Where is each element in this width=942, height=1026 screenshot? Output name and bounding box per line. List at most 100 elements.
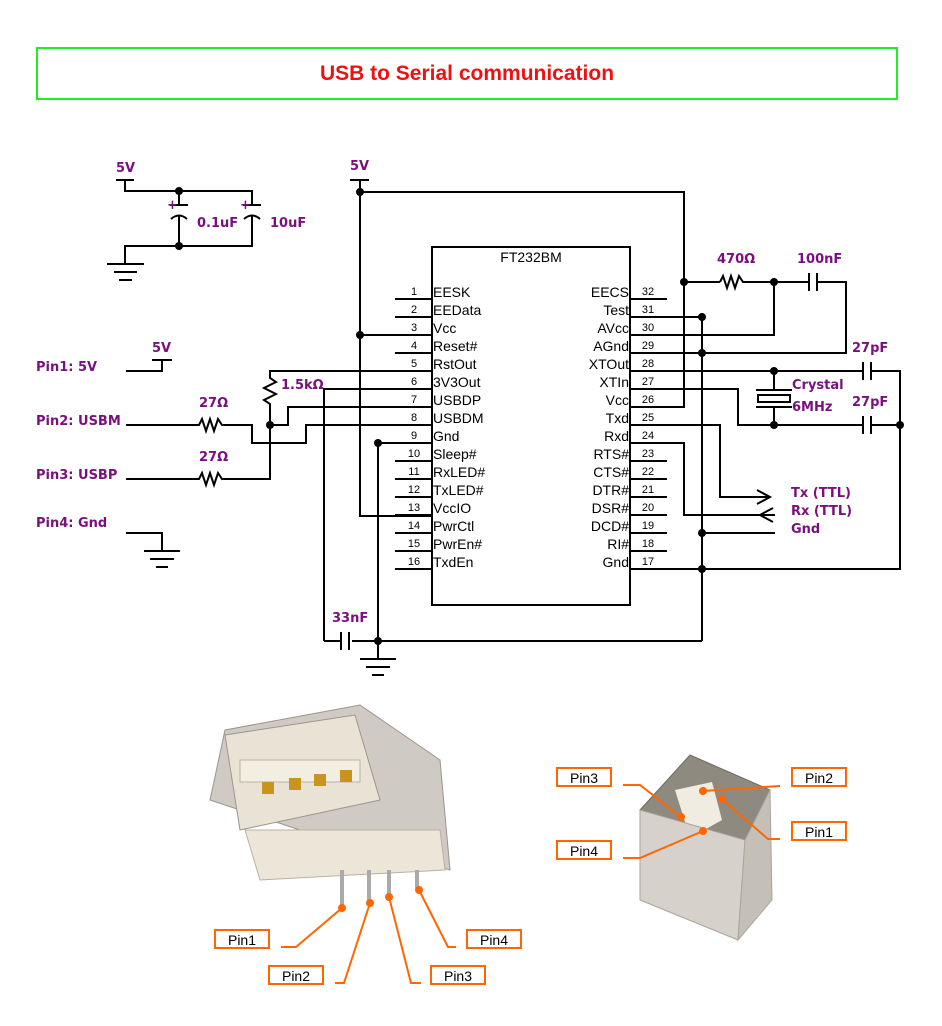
ic-pin-number: 16 xyxy=(408,556,420,568)
crystal-circuit: 27pF 27pF Crystal 6MHz xyxy=(630,341,904,434)
ic-pin-name: PwrEn# xyxy=(433,536,482,552)
ic-pin-number: 13 xyxy=(408,502,420,514)
usb-b-connector-image xyxy=(639,754,773,942)
ground-network: 33nF xyxy=(324,439,432,676)
ic-pin-name: AVcc xyxy=(597,320,629,336)
ic-pin-number: 17 xyxy=(642,556,654,568)
plus-sign: + xyxy=(240,198,251,213)
ic-pin-number: 12 xyxy=(408,484,420,496)
cap-10uf-label: 10uF xyxy=(270,216,306,231)
supply-5v-label: 5V xyxy=(116,161,135,176)
ic-pin-number: 2 xyxy=(411,304,417,316)
res-470-label: 470Ω xyxy=(717,252,755,267)
ic-pin-name: Sleep# xyxy=(433,446,477,462)
ic-name: FT232BM xyxy=(500,249,561,265)
usb-a-pin1-callout: Pin1 xyxy=(228,932,256,948)
usb-a-connector-image xyxy=(209,704,451,905)
ic-pin-name: VccIO xyxy=(433,500,471,516)
ic-pin-number: 15 xyxy=(408,538,420,550)
ic-pin-number: 5 xyxy=(411,358,417,370)
ic-pin-name: RTS# xyxy=(593,446,629,462)
avcc-filter: 470Ω 100nF xyxy=(630,252,847,354)
ic-pin-number: 30 xyxy=(642,322,654,334)
ic-pin-name: TxLED# xyxy=(433,482,484,498)
ic-pin-name: PwrCtl xyxy=(433,518,474,534)
page-title: USB to Serial communication xyxy=(319,61,615,85)
ic-pin-name: XTIn xyxy=(599,374,629,390)
ic-pin-number: 10 xyxy=(408,448,420,460)
ic-pin-number: 7 xyxy=(411,394,417,406)
ic-pin-number: 28 xyxy=(642,358,654,370)
ic-pin-name: XTOut xyxy=(589,356,629,372)
ic-pin-number: 32 xyxy=(642,286,654,298)
ic-pin-number: 20 xyxy=(642,502,654,514)
ic-pin-number: 23 xyxy=(642,448,654,460)
ic-pin-name: DSR# xyxy=(592,500,630,516)
ic-pin-name: 3V3Out xyxy=(433,374,481,390)
supply-5v-label: 5V xyxy=(152,341,171,356)
ic-pin-name: Test xyxy=(603,302,629,318)
res-27-label: 27Ω xyxy=(199,450,228,465)
plus-sign: + xyxy=(167,198,178,213)
ic-pin-number: 25 xyxy=(642,412,654,424)
supply-5v-label: 5V xyxy=(350,159,369,174)
ic-pin-name: Reset# xyxy=(433,338,478,354)
cap-27pf-label: 27pF xyxy=(852,395,888,410)
cap-0.1uf-label: 0.1uF xyxy=(197,216,238,231)
crystal-freq-label: 6MHz xyxy=(792,400,832,415)
ic-pin-number: 27 xyxy=(642,376,654,388)
ic-pin-name: RstOut xyxy=(433,356,477,372)
ic-pin-name: Txd xyxy=(606,410,629,426)
ic-pin-number: 3 xyxy=(411,322,417,334)
ic-pin-number: 21 xyxy=(642,484,654,496)
ic-pin-name: TxdEn xyxy=(433,554,473,570)
usb-a-pin3-callout: Pin3 xyxy=(444,968,472,984)
usb-a-pin2-callout: Pin2 xyxy=(282,968,310,984)
usb-pin3-label: Pin3: USBP xyxy=(36,468,117,483)
usb-b-callouts: Pin3 Pin2 Pin1 Pin4 xyxy=(556,767,847,860)
ic-pin-number: 11 xyxy=(408,466,419,478)
ic-pin-name: EESK xyxy=(433,284,471,300)
rx-ttl-label: Rx (TTL) xyxy=(791,504,852,519)
ic-pin-name: DCD# xyxy=(591,518,629,534)
ic-right-pins: 32EECS31Test30AVcc29AGnd28XTOut27XTIn26V… xyxy=(589,284,667,570)
ic-pin-name: Vcc xyxy=(606,392,629,408)
ic-pin-number: 19 xyxy=(642,520,654,532)
ic-pin-name: CTS# xyxy=(593,464,629,480)
usb-pin1-label: Pin1: 5V xyxy=(36,360,97,375)
decoupling-caps: 5V + + 0.1uF 10uF xyxy=(107,161,306,281)
usb-a-callouts: Pin1 Pin2 Pin3 Pin4 xyxy=(214,886,522,985)
crystal-label: Crystal xyxy=(792,378,844,393)
ic-pin-name: AGnd xyxy=(593,338,629,354)
ic-pin-name: RI# xyxy=(607,536,629,552)
res-1.5k-label: 1.5kΩ xyxy=(281,378,324,393)
title-box: USB to Serial communication xyxy=(36,47,898,100)
ic-pin-name: RxLED# xyxy=(433,464,485,480)
tx-ttl-label: Tx (TTL) xyxy=(791,486,851,501)
usb-input: Pin1: 5V 5V Pin2: USBM 27Ω Pin3: USBP 27… xyxy=(36,341,432,641)
ic-pin-name: EECS xyxy=(591,284,629,300)
gnd-out-label: Gnd xyxy=(791,522,820,537)
ic-pin-number: 18 xyxy=(642,538,654,550)
ic-pin-name: USBDM xyxy=(433,410,484,426)
cap-27pf-label: 27pF xyxy=(852,341,888,356)
ic-pin-number: 8 xyxy=(411,412,417,424)
ic-pin-number: 14 xyxy=(408,520,420,532)
supply-rail: 5V xyxy=(350,159,685,517)
ic-pin-name: DTR# xyxy=(592,482,629,498)
usb-b-pin1-callout: Pin1 xyxy=(805,824,833,840)
ic-pin-name: Rxd xyxy=(604,428,629,444)
ic-pin-name: Gnd xyxy=(603,554,629,570)
usb-pin4-label: Pin4: Gnd xyxy=(36,516,107,531)
ttl-outputs: Tx (TTL) Rx (TTL) Gnd xyxy=(630,424,852,537)
ic-pin-name: EEData xyxy=(433,302,481,318)
cap-33nf-label: 33nF xyxy=(332,611,368,626)
ic-pin-number: 26 xyxy=(642,394,654,406)
ic-pin-name: Gnd xyxy=(433,428,459,444)
ic-pin-number: 22 xyxy=(642,466,654,478)
ic-pin-number: 31 xyxy=(642,304,654,316)
usb-pin2-label: Pin2: USBM xyxy=(36,414,121,429)
ic-pin-number: 4 xyxy=(411,340,417,352)
